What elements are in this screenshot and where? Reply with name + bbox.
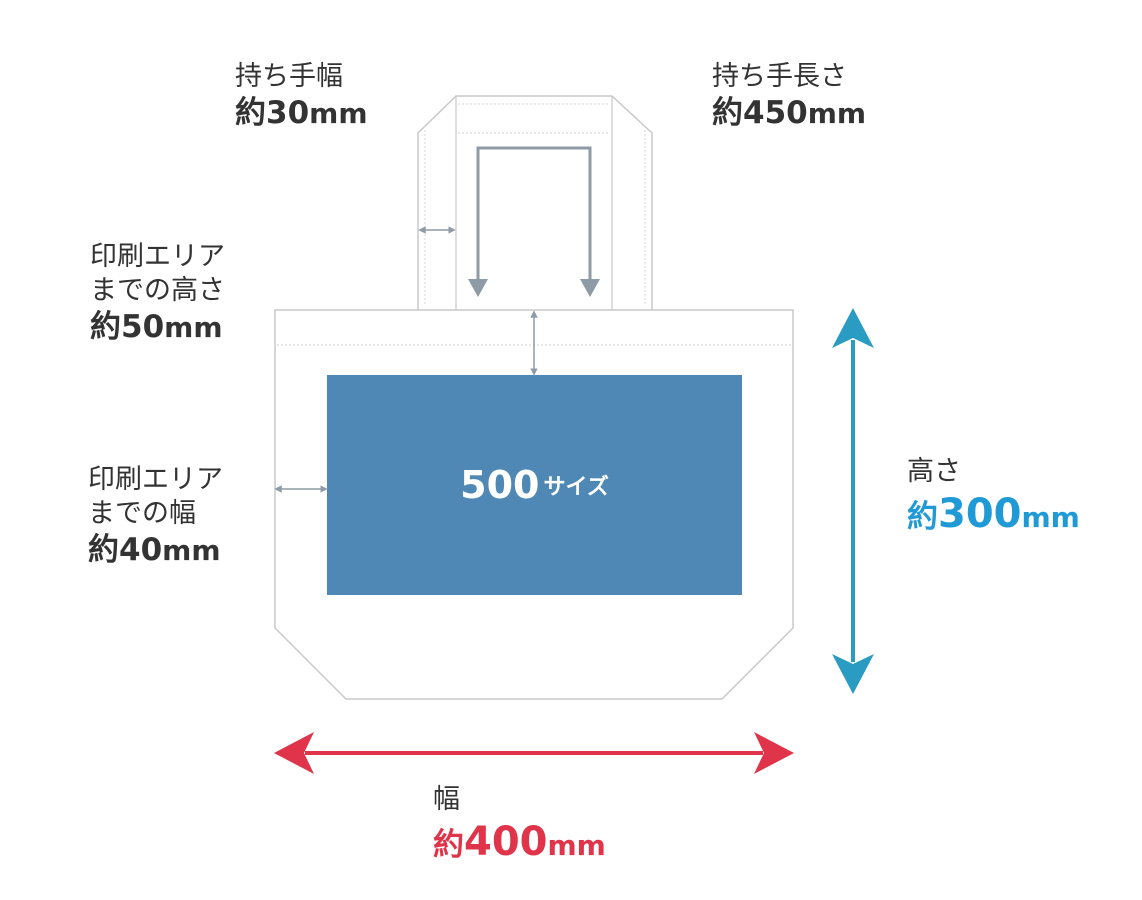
bag-width-value: 約400mm [433, 818, 606, 865]
handle-length-label: 持ち手長さ 約450mm [712, 60, 866, 133]
print-size-number: 500 [460, 463, 540, 507]
handle-width-value: 約30mm [235, 94, 368, 131]
handle-length-arrowhead-left [468, 279, 488, 297]
print-width-value: 約40mm [88, 531, 221, 568]
print-height-title-line2: までの高さ [90, 274, 225, 306]
bag-handle [417, 95, 653, 310]
bag-width-title: 幅 [433, 784, 460, 815]
print-width-title-line1: 印刷エリア [88, 464, 223, 495]
handle-width-label: 持ち手幅 約30mm [235, 60, 368, 133]
bag-height-value: 約300mm [907, 490, 1080, 537]
bag-height-title: 高さ [907, 456, 961, 487]
handle-length-title: 持ち手長さ [712, 61, 847, 92]
bag-width-arrow [274, 732, 794, 774]
handle-length-value: 約450mm [712, 94, 867, 131]
bag-height-label: 高さ 約300mm [907, 455, 1080, 539]
bag-height-arrow [832, 308, 874, 694]
print-area [327, 375, 742, 595]
print-height-value: 約50mm [90, 308, 223, 345]
print-height-label: 印刷エリア までの高さ 約50mm [90, 240, 225, 346]
handle-length-arrow [476, 146, 592, 280]
print-width-title-line2: までの幅 [88, 497, 196, 529]
bag-body [274, 309, 794, 700]
bag-width-label: 幅 約400mm [433, 783, 606, 867]
print-area-label: 500 サイズ [327, 375, 742, 595]
print-height-title-line1: 印刷エリア [90, 241, 225, 272]
handle-length-arrowhead-right [580, 279, 600, 297]
print-width-label: 印刷エリア までの幅 約40mm [88, 463, 223, 569]
handle-width-title: 持ち手幅 [235, 61, 343, 92]
print-size-suffix: サイズ [543, 475, 609, 500]
